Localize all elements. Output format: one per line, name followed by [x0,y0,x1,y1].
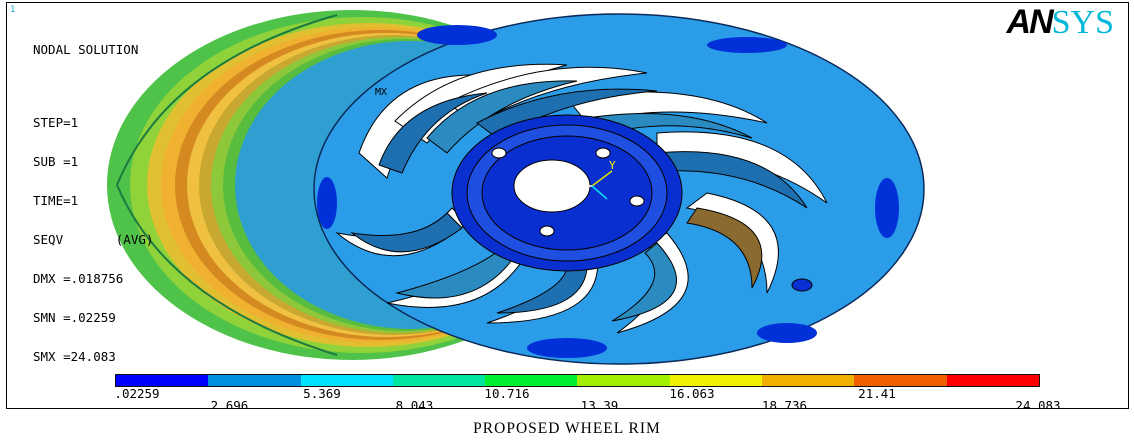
legend-swatch [577,375,670,386]
legend-swatch [300,375,393,386]
legend-value-upper: 5.369 [303,386,341,401]
legend-swatch [669,375,763,386]
legend-swatch [946,375,1039,386]
status-title: NODAL SOLUTION [33,42,139,57]
figure-caption: PROPOSED WHEEL RIM [473,420,661,437]
window-number: 1 [10,5,16,15]
legend-value-lower: 2.696 [210,398,249,409]
logo-sys: SYS [1051,4,1114,41]
graphics-window: 1 [6,2,1129,409]
legend-swatch [208,375,301,386]
status-time: TIME=1 [33,193,79,208]
hub [451,114,683,272]
legend-swatch [116,375,209,386]
status-smx: SMX =24.083 [33,349,116,364]
logo-an: AN [1006,3,1054,41]
legend-value-upper: 16.063 [669,386,715,401]
contour-legend: .02259 5.369 10.716 16.063 21.41 2.696 8.043 13… [114,374,1061,409]
legend-swatch [485,375,578,386]
legend-value-upper: 10.716 [484,386,530,401]
solution-info: NODAL SOLUTION STEP=1 SUB =1 TIME=1 SEQV… [33,17,153,389]
status-dmx: DMX =.018756 [33,271,124,286]
ansys-logo: ANSYS [1007,4,1114,41]
legend-color-bar [115,374,1040,387]
status-step: STEP=1 [33,115,79,130]
legend-value-lower: 24.083 [1015,398,1061,409]
legend-swatch [854,375,947,386]
legend-value-upper: 21.41 [858,386,896,401]
legend-swatch [762,375,855,386]
legend-value-lower: 13.39 [580,398,619,409]
status-sub: SUB =1 [33,154,79,169]
legend-value-upper: .02259 [114,386,160,401]
legend-value-lower: 18.736 [761,398,808,409]
axis-x-label: X [567,178,574,191]
legend-swatch [392,375,486,386]
status-smn: SMN =.02259 [33,310,116,325]
axis-triad: X Y [567,159,616,200]
axis-y-label: Y [609,159,616,172]
max-marker: MX [375,87,387,98]
bolt-hole [791,278,813,292]
wheel-rim-model: X Y MX [107,10,925,365]
legend-value-lower: 8.043 [395,398,434,409]
status-seqv: SEQV (AVG) [33,232,154,247]
